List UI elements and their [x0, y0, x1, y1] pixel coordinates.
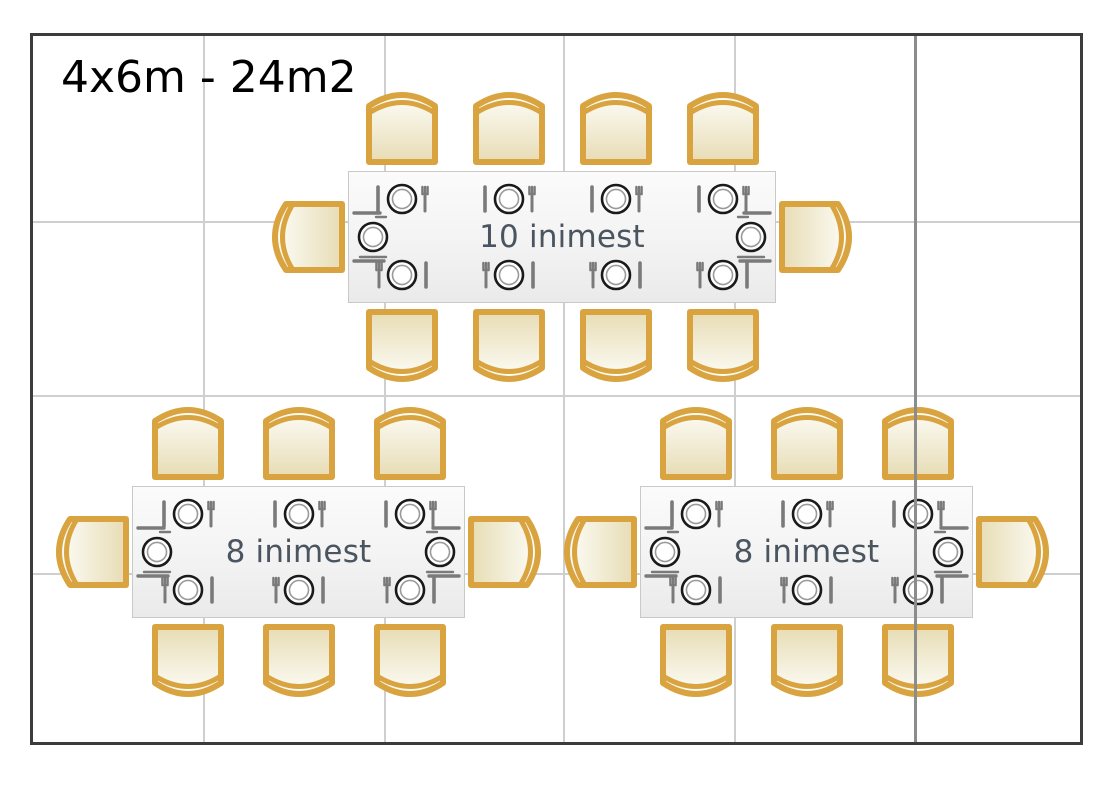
place-setting-icon	[417, 521, 463, 583]
chair-icon[interactable]	[577, 306, 655, 388]
chair-icon[interactable]	[657, 401, 735, 483]
chair-icon[interactable]	[470, 86, 548, 168]
chair-icon[interactable]	[768, 401, 846, 483]
place-setting-icon	[694, 255, 752, 295]
chair-icon[interactable]	[149, 401, 227, 483]
chair-icon[interactable]	[52, 511, 130, 593]
place-setting-icon	[778, 494, 836, 534]
room-outline: 4x6m - 24m2 10 inimest	[30, 33, 1083, 745]
place-setting-icon	[694, 179, 752, 219]
place-setting-icon	[889, 570, 947, 610]
place-setting-icon	[667, 494, 725, 534]
place-setting-icon	[642, 521, 688, 583]
place-setting-icon	[728, 206, 774, 268]
chair-icon[interactable]	[371, 621, 449, 703]
place-setting-icon	[350, 206, 396, 268]
grid-line-vertical	[203, 36, 205, 742]
place-setting-icon	[381, 570, 439, 610]
chair-icon[interactable]	[268, 196, 346, 278]
place-setting-icon	[134, 521, 180, 583]
page-title: 4x6m - 24m2	[61, 52, 357, 103]
place-setting-icon	[667, 570, 725, 610]
place-setting-icon	[587, 255, 645, 295]
chair-icon[interactable]	[260, 621, 338, 703]
grid-line-vertical	[914, 36, 917, 742]
chair-icon[interactable]	[363, 86, 441, 168]
chair-icon[interactable]	[879, 401, 957, 483]
chair-icon[interactable]	[467, 511, 545, 593]
chair-icon[interactable]	[371, 401, 449, 483]
place-setting-icon	[925, 521, 971, 583]
place-setting-icon	[373, 255, 431, 295]
chair-icon[interactable]	[260, 401, 338, 483]
table-seat-count-label: 8 inimest	[225, 534, 372, 570]
chair-icon[interactable]	[684, 306, 762, 388]
grid-line-vertical	[563, 36, 565, 742]
grid-line-horizontal	[33, 395, 1080, 397]
place-setting-icon	[480, 179, 538, 219]
place-setting-icon	[889, 494, 947, 534]
chair-icon[interactable]	[470, 306, 548, 388]
place-setting-icon	[159, 494, 217, 534]
chair-icon[interactable]	[778, 196, 856, 278]
grid-line-horizontal	[33, 573, 1080, 575]
chair-icon[interactable]	[577, 86, 655, 168]
chair-icon[interactable]	[684, 86, 762, 168]
chair-icon[interactable]	[363, 306, 441, 388]
place-setting-icon	[373, 179, 431, 219]
chair-icon[interactable]	[657, 621, 735, 703]
chair-icon[interactable]	[879, 621, 957, 703]
place-setting-icon	[270, 570, 328, 610]
grid-line-vertical	[384, 36, 386, 742]
place-setting-icon	[381, 494, 439, 534]
place-setting-icon	[270, 494, 328, 534]
table-seat-count-label: 10 inimest	[479, 219, 645, 255]
grid-line-vertical	[734, 36, 736, 742]
chair-icon[interactable]	[149, 621, 227, 703]
chair-icon[interactable]	[975, 511, 1053, 593]
place-setting-icon	[778, 570, 836, 610]
place-setting-icon	[587, 179, 645, 219]
place-setting-icon	[480, 255, 538, 295]
chair-icon[interactable]	[560, 511, 638, 593]
table-seat-count-label: 8 inimest	[733, 534, 880, 570]
place-setting-icon	[159, 570, 217, 610]
chair-icon[interactable]	[768, 621, 846, 703]
